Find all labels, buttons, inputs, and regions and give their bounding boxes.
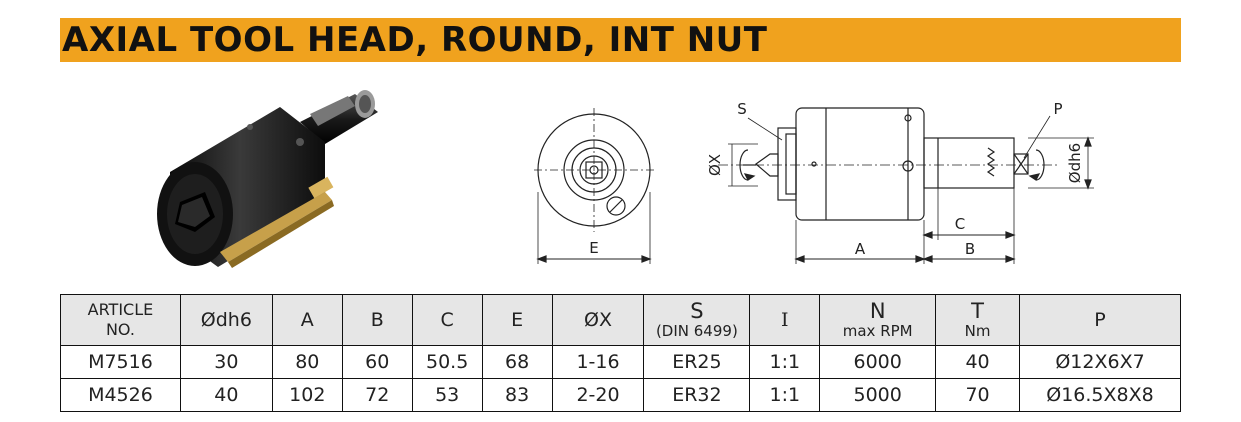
key-shape xyxy=(220,176,334,268)
cell-e: 68 xyxy=(481,345,553,379)
side-label-x: ØX xyxy=(706,154,724,176)
cell-b: 60 xyxy=(341,345,413,379)
cell-dh6: 30 xyxy=(179,345,273,379)
front-label-e: E xyxy=(589,239,598,257)
table-row: M4526 40 102 72 53 83 2-20 ER32 1:1 5000… xyxy=(60,378,1181,412)
header-e: E xyxy=(481,294,553,346)
header-article: ARTICLE NO. xyxy=(60,294,181,346)
cell-n: 5000 xyxy=(819,378,937,412)
cell-i: 1:1 xyxy=(749,345,821,379)
header-p: P xyxy=(1019,294,1181,346)
header-c: C xyxy=(411,294,483,346)
cell-dh6: 40 xyxy=(179,378,273,412)
cell-c: 53 xyxy=(411,378,483,412)
header-b: B xyxy=(341,294,413,346)
cell-t: 70 xyxy=(935,378,1021,412)
cell-t: 40 xyxy=(935,345,1021,379)
spec-table: ARTICLE NO. Ødh6 A B C E ØX S (DIN 6499)… xyxy=(60,294,1181,412)
header-i: I xyxy=(749,294,821,346)
shank-shape xyxy=(300,90,378,144)
cell-article: M4526 xyxy=(60,378,181,412)
cell-c: 50.5 xyxy=(411,345,483,379)
header-n: N max RPM xyxy=(819,294,937,346)
header-a: A xyxy=(271,294,343,346)
cell-i: 1:1 xyxy=(749,378,821,412)
cell-x: 1-16 xyxy=(551,345,645,379)
title-bar: AXIAL TOOL HEAD, ROUND, INT NUT xyxy=(60,18,1181,62)
front-view-drawing: E xyxy=(534,108,654,264)
cell-e: 83 xyxy=(481,378,553,412)
header-s: S (DIN 6499) xyxy=(643,294,751,346)
side-label-a: A xyxy=(855,240,866,258)
cell-s: ER25 xyxy=(643,345,751,379)
cell-n: 6000 xyxy=(819,345,937,379)
cell-p: Ø12X6X7 xyxy=(1019,345,1181,379)
cell-article: M7516 xyxy=(60,345,181,379)
side-label-b: B xyxy=(965,240,975,258)
cell-s: ER32 xyxy=(643,378,751,412)
cell-a: 102 xyxy=(271,378,343,412)
side-label-p: P xyxy=(1053,100,1062,118)
table-header-row: ARTICLE NO. Ødh6 A B C E ØX S (DIN 6499)… xyxy=(60,294,1181,346)
side-view-drawing: S P ØX Ødh6 C A B xyxy=(706,100,1094,264)
cell-x: 2-20 xyxy=(551,378,645,412)
cell-p: Ø16.5X8X8 xyxy=(1019,378,1181,412)
side-label-s: S xyxy=(737,100,747,118)
cell-a: 80 xyxy=(271,345,343,379)
header-t: T Nm xyxy=(935,294,1021,346)
page-title: AXIAL TOOL HEAD, ROUND, INT NUT xyxy=(62,20,768,60)
table-row: M7516 30 80 60 50.5 68 1-16 ER25 1:1 600… xyxy=(60,345,1181,379)
body-shape xyxy=(157,107,325,267)
side-label-dh6: Ødh6 xyxy=(1066,143,1084,183)
cell-b: 72 xyxy=(341,378,413,412)
header-x: ØX xyxy=(551,294,645,346)
side-label-c: C xyxy=(955,215,965,233)
tool-head-photo xyxy=(157,90,378,268)
header-dh6: Ødh6 xyxy=(179,294,273,346)
